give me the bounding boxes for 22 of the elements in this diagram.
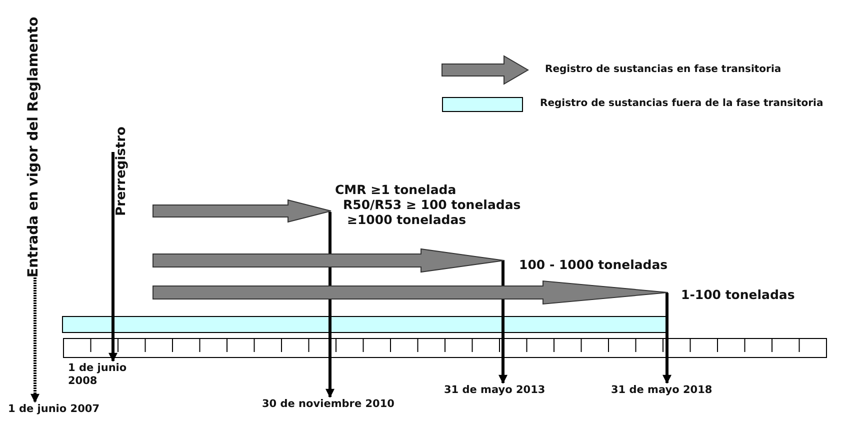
date-label: 31 de mayo 2013 [444,384,558,400]
tonnage-label: 1-100 toneladas [668,287,811,305]
milestone-label: Entrada en vigor del Reglamento [25,2,45,278]
date-label: 31 de mayo 2018 [611,384,725,400]
tonnage-label: ≥1000 toneladas [346,212,468,227]
date-label: 30 de noviembre 2010 [262,398,402,414]
arrow [498,260,508,384]
arrow [326,212,334,398]
block-arrow [152,199,332,223]
arrow [108,152,118,362]
arrow [662,293,672,384]
date-label: 1 de junio 2008 [68,362,134,392]
block-arrow [152,248,504,273]
legend-text: Registro de sustancias en fase transitoria [545,64,782,75]
arrow [30,278,40,403]
block-arrow [152,280,668,305]
milestone-label: Prerregistro [114,98,132,216]
tonnage-label: 100 - 1000 toneladas [504,257,684,275]
date-label: 1 de junio 2007 [8,403,132,419]
tonnage-label: R50/R53 ≥ 100 toneladas [342,197,522,212]
tonnage-label: CMR ≥1 tonelada [335,182,458,197]
legend-text: Registro de sustancias fuera de la fase transitoria [540,98,824,109]
